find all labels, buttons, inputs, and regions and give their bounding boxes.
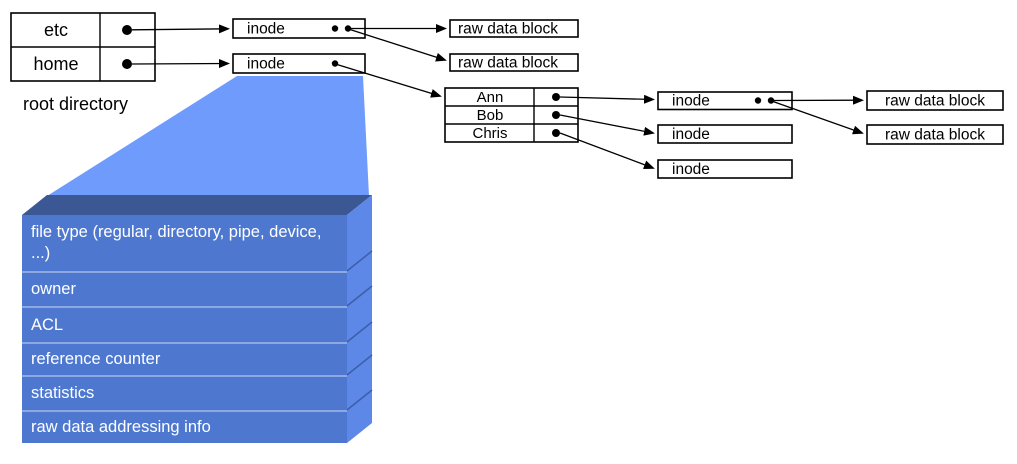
arrow-home-to-inode <box>131 59 230 69</box>
raw-data-block-label: raw data block <box>885 127 985 144</box>
inode-box-bob: inode <box>657 124 793 144</box>
pointer-arrows <box>131 24 864 170</box>
raw-data-block-box <box>449 19 579 38</box>
pointer-dot <box>331 25 339 32</box>
root-directory-table: etc home <box>10 12 156 82</box>
inode-field-label: ACL <box>31 315 64 334</box>
inode-field-row: reference counter <box>22 342 347 375</box>
raw-data-block-2: raw data block <box>449 53 579 72</box>
raw-data-block-label: raw data block <box>885 93 985 110</box>
dir-entry-ann: Ann <box>477 89 504 106</box>
inode-box-home: inode <box>232 53 366 74</box>
stack-bevel-separator <box>346 285 373 307</box>
raw-data-block-3: raw data block <box>866 90 1004 111</box>
raw-data-block-box <box>866 90 1004 111</box>
inode-label: inode <box>247 56 285 73</box>
inode-field-label: statistics <box>31 384 95 402</box>
raw-data-block-label: raw data block <box>458 55 558 72</box>
pointer-dot <box>754 97 762 104</box>
zoom-funnel <box>47 76 369 196</box>
inode-box-ann: inode <box>657 91 793 111</box>
inode-label: inode <box>672 161 710 178</box>
stack-side-face <box>347 195 372 443</box>
inode-field-row: statistics <box>22 375 347 410</box>
pointer-dot <box>122 59 132 69</box>
raw-data-block-4: raw data block <box>866 124 1004 145</box>
stack-bevel-separator <box>346 321 373 343</box>
pointer-dot <box>767 97 775 104</box>
inode-field-row: file type (regular, directory, pipe, dev… <box>22 215 347 271</box>
inode-label: inode <box>672 93 710 110</box>
inode-field-label: reference counter <box>31 350 161 368</box>
pointer-dot <box>552 93 560 101</box>
stack-bevel-separator <box>346 354 373 376</box>
arrow-bob-to-inode <box>559 114 655 136</box>
raw-data-block-1: raw data block <box>449 19 579 38</box>
root-directory-caption: root directory <box>23 94 128 114</box>
inode-box <box>657 124 793 144</box>
pointer-dot <box>122 25 132 35</box>
stack-bevel-separator <box>346 250 373 272</box>
inode-box-etc: inode <box>232 18 366 39</box>
pointer-dot <box>552 129 560 137</box>
arrow-chris-to-inode <box>559 132 655 170</box>
raw-data-block-box <box>449 53 579 72</box>
inode-structure-fields: file type (regular, directory, pipe, dev… <box>22 215 347 443</box>
inode-field-label: raw data addressing info <box>31 418 211 436</box>
inode-box-chris: inode <box>657 159 793 179</box>
root-entry-etc: etc <box>44 20 68 40</box>
inode-box <box>657 159 793 179</box>
inode-label: inode <box>247 21 285 38</box>
pointer-dot <box>331 60 339 67</box>
pointer-dot <box>552 111 560 119</box>
inode-label: inode <box>672 126 710 143</box>
raw-data-block-label: raw data block <box>458 21 558 38</box>
stack-top-face <box>22 195 372 215</box>
inode-structure-3d <box>22 195 373 443</box>
dir-entry-chris: Chris <box>472 125 507 142</box>
arrow-ann-to-inode <box>559 94 655 104</box>
arrow-inode-to-rawblock2 <box>349 28 447 62</box>
arrow-etc-to-inode <box>131 24 230 34</box>
pointer-dot <box>344 25 352 32</box>
arrow-inode-to-rawblock4 <box>772 100 864 135</box>
inode-field-row: owner <box>22 271 347 306</box>
inode-field-row: raw data addressing info <box>22 410 347 443</box>
home-directory-table: Ann Bob Chris <box>444 87 579 143</box>
inode-box <box>232 53 366 74</box>
inode-field-label: file type (regular, directory, pipe, dev… <box>31 223 322 262</box>
stack-bevel-separator <box>346 389 373 411</box>
inode-field-row: ACL <box>22 306 347 342</box>
inode-field-label: owner <box>31 280 76 298</box>
root-entry-home: home <box>33 54 78 74</box>
arrow-inode-to-home-directory <box>336 63 442 98</box>
raw-data-block-box <box>866 124 1004 145</box>
dir-entry-bob: Bob <box>477 107 504 124</box>
